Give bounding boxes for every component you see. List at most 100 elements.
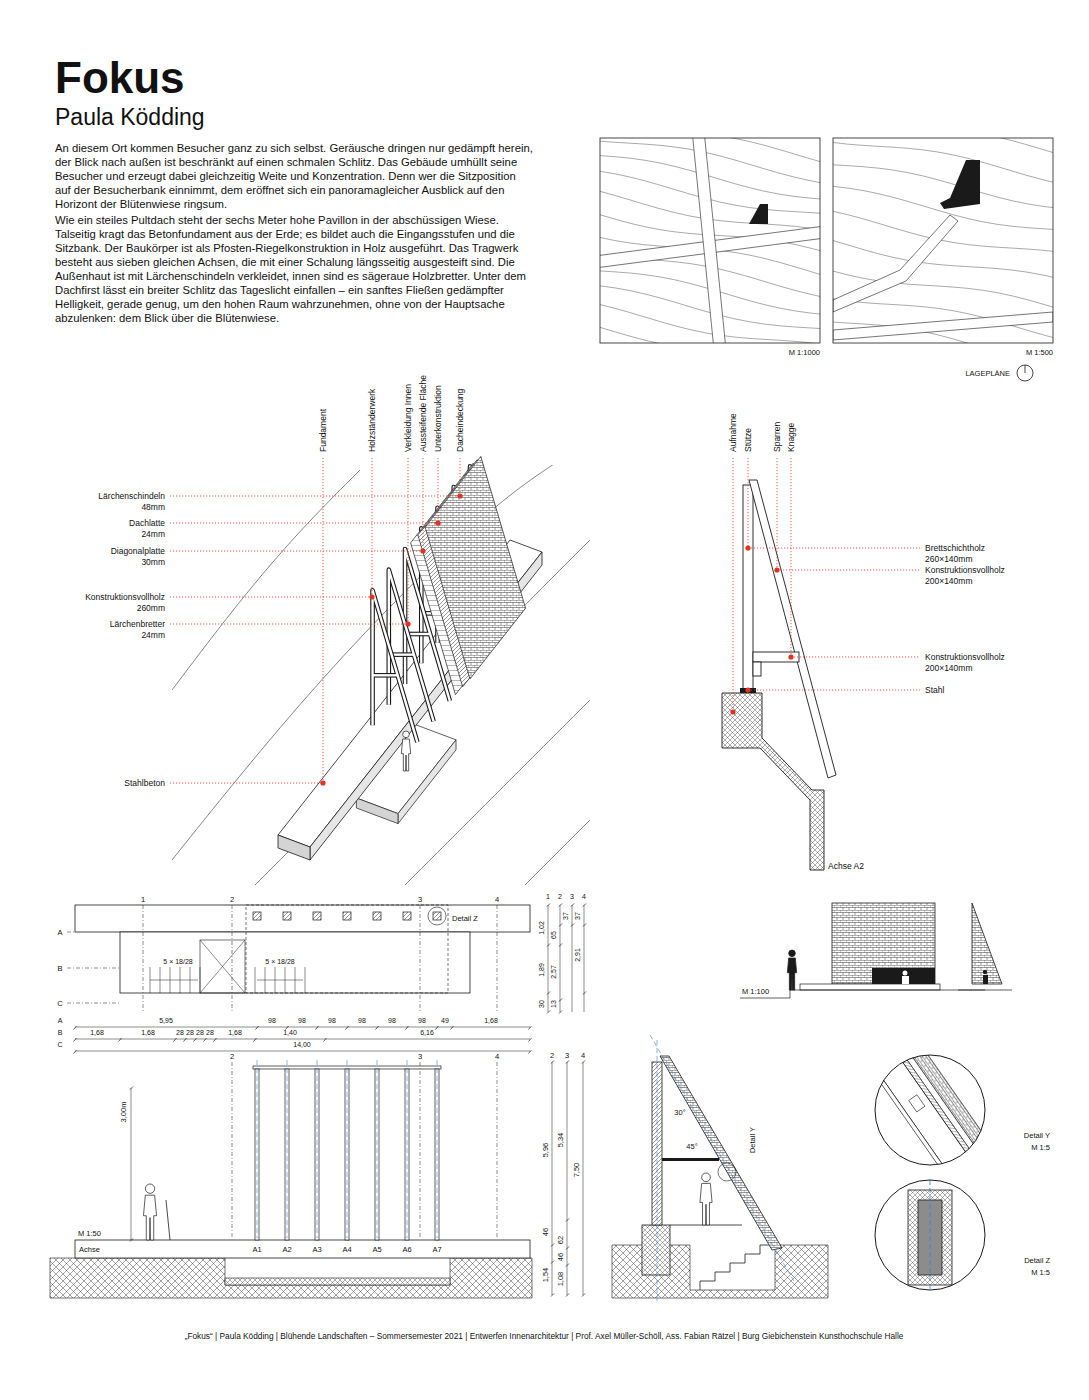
callout-dot <box>745 545 750 550</box>
grid-number: 3 <box>570 893 574 901</box>
dimension-tick <box>559 1011 562 1014</box>
dimension: 49 <box>441 1017 449 1025</box>
frame-member <box>373 674 398 676</box>
person-figure <box>401 731 410 771</box>
dimension-tick <box>547 904 550 907</box>
dimension-tick <box>74 1026 77 1030</box>
stair-tread <box>255 967 256 993</box>
dimension-tick <box>547 1011 550 1014</box>
person-figure <box>143 1184 156 1240</box>
concrete-foundation <box>642 1225 670 1275</box>
dimension: 30 <box>538 1000 546 1008</box>
contour-line <box>172 465 560 860</box>
timber-brace <box>662 1158 719 1161</box>
grid-number: 3 <box>418 895 422 904</box>
axis-line <box>377 1060 378 1238</box>
timber-frame <box>373 590 418 742</box>
part-label: Knagge <box>786 423 796 452</box>
axonometric <box>170 456 542 860</box>
opening <box>872 968 935 984</box>
dimension-tick <box>551 1061 554 1064</box>
post-section <box>403 912 411 920</box>
contour-line <box>600 323 820 343</box>
callout-dot <box>745 687 750 692</box>
leader-line <box>748 690 920 691</box>
person-body <box>902 976 909 984</box>
grid-number: 4 <box>582 893 586 901</box>
dimension: 28 <box>186 1029 194 1037</box>
north-arrow <box>1025 365 1026 373</box>
site-plan <box>600 138 820 343</box>
dimension: 200×140mm <box>925 663 973 673</box>
dimension: 2,91 <box>574 948 582 962</box>
dimension: 98 <box>328 1017 336 1025</box>
callout-dot <box>405 621 410 626</box>
dimension: 3,00m <box>119 1102 128 1123</box>
person-body <box>787 958 796 990</box>
subtitle: Paula Ködding <box>55 104 205 132</box>
person-head <box>702 1173 711 1182</box>
dimension: 260×140mm <box>925 554 973 564</box>
dimension: 98 <box>358 1017 366 1025</box>
roof-section <box>660 1056 782 1250</box>
axis-line <box>347 1060 348 1238</box>
dimension-tick <box>214 1038 217 1042</box>
grid-line <box>143 905 144 1012</box>
part-label: Dachlatte <box>129 518 165 528</box>
leader-line <box>170 783 323 784</box>
dimension: 30mm <box>141 557 165 567</box>
stair-arrow <box>257 980 303 981</box>
person-body <box>983 975 988 984</box>
dimension: 28 <box>176 1029 184 1037</box>
dimension: 65 <box>550 931 558 939</box>
leader-line <box>170 523 438 524</box>
body-text: An diesem Ort kommen Besucher ganz zu si… <box>55 141 533 212</box>
grid-number: 4 <box>495 1052 499 1061</box>
person-body <box>700 1183 712 1225</box>
knagge <box>753 662 761 676</box>
contour-line <box>600 140 820 184</box>
dimension: 98 <box>388 1017 396 1025</box>
dimension: 260mm <box>137 603 165 613</box>
road <box>833 312 1053 340</box>
post-section <box>313 912 321 920</box>
slab-face <box>278 835 310 860</box>
grid-number: 1 <box>141 895 145 904</box>
timber-frame <box>405 549 450 701</box>
grid-line <box>232 1062 233 1238</box>
person-body <box>143 1195 156 1240</box>
axis-label: A5 <box>372 1245 381 1254</box>
callout-dot <box>457 493 462 498</box>
dimension: 98 <box>298 1017 306 1025</box>
frame-member <box>389 570 434 722</box>
floor-line <box>670 1225 742 1226</box>
dimension-tick <box>559 924 562 927</box>
dimension-tick <box>566 1219 569 1222</box>
part-label: Dacheindeckung <box>455 389 465 452</box>
person-figure <box>700 1173 712 1225</box>
grid-line <box>497 1062 498 1238</box>
axis-label: A1 <box>252 1245 261 1254</box>
scale-label: M 1:5 <box>1031 1143 1050 1152</box>
dimension: 6,16 <box>420 1029 434 1037</box>
person-head <box>789 950 796 957</box>
dimension-tick <box>566 1247 569 1250</box>
part-label: Stahlbeton <box>124 778 165 788</box>
detail-circle <box>875 1180 985 1290</box>
terrain-contours <box>172 465 590 885</box>
callout-dot <box>320 780 325 785</box>
detail-marker <box>428 907 446 925</box>
body-text: Wie ein steiles Pultdach steht der sechs… <box>55 213 533 326</box>
post-section <box>283 912 291 920</box>
person-head <box>145 1184 154 1193</box>
grid-line <box>67 1003 120 1004</box>
detail-label: Detail Z <box>1024 1256 1050 1265</box>
dimension-tick <box>547 992 550 995</box>
leader-line <box>791 458 792 657</box>
slab-outline <box>120 932 470 993</box>
facade <box>832 903 935 984</box>
plan-heading: LAGEPLÄNE <box>965 369 1010 378</box>
floor-plan <box>67 904 586 1054</box>
dimension-tick <box>551 1261 554 1264</box>
dimension: 37 <box>574 912 582 920</box>
